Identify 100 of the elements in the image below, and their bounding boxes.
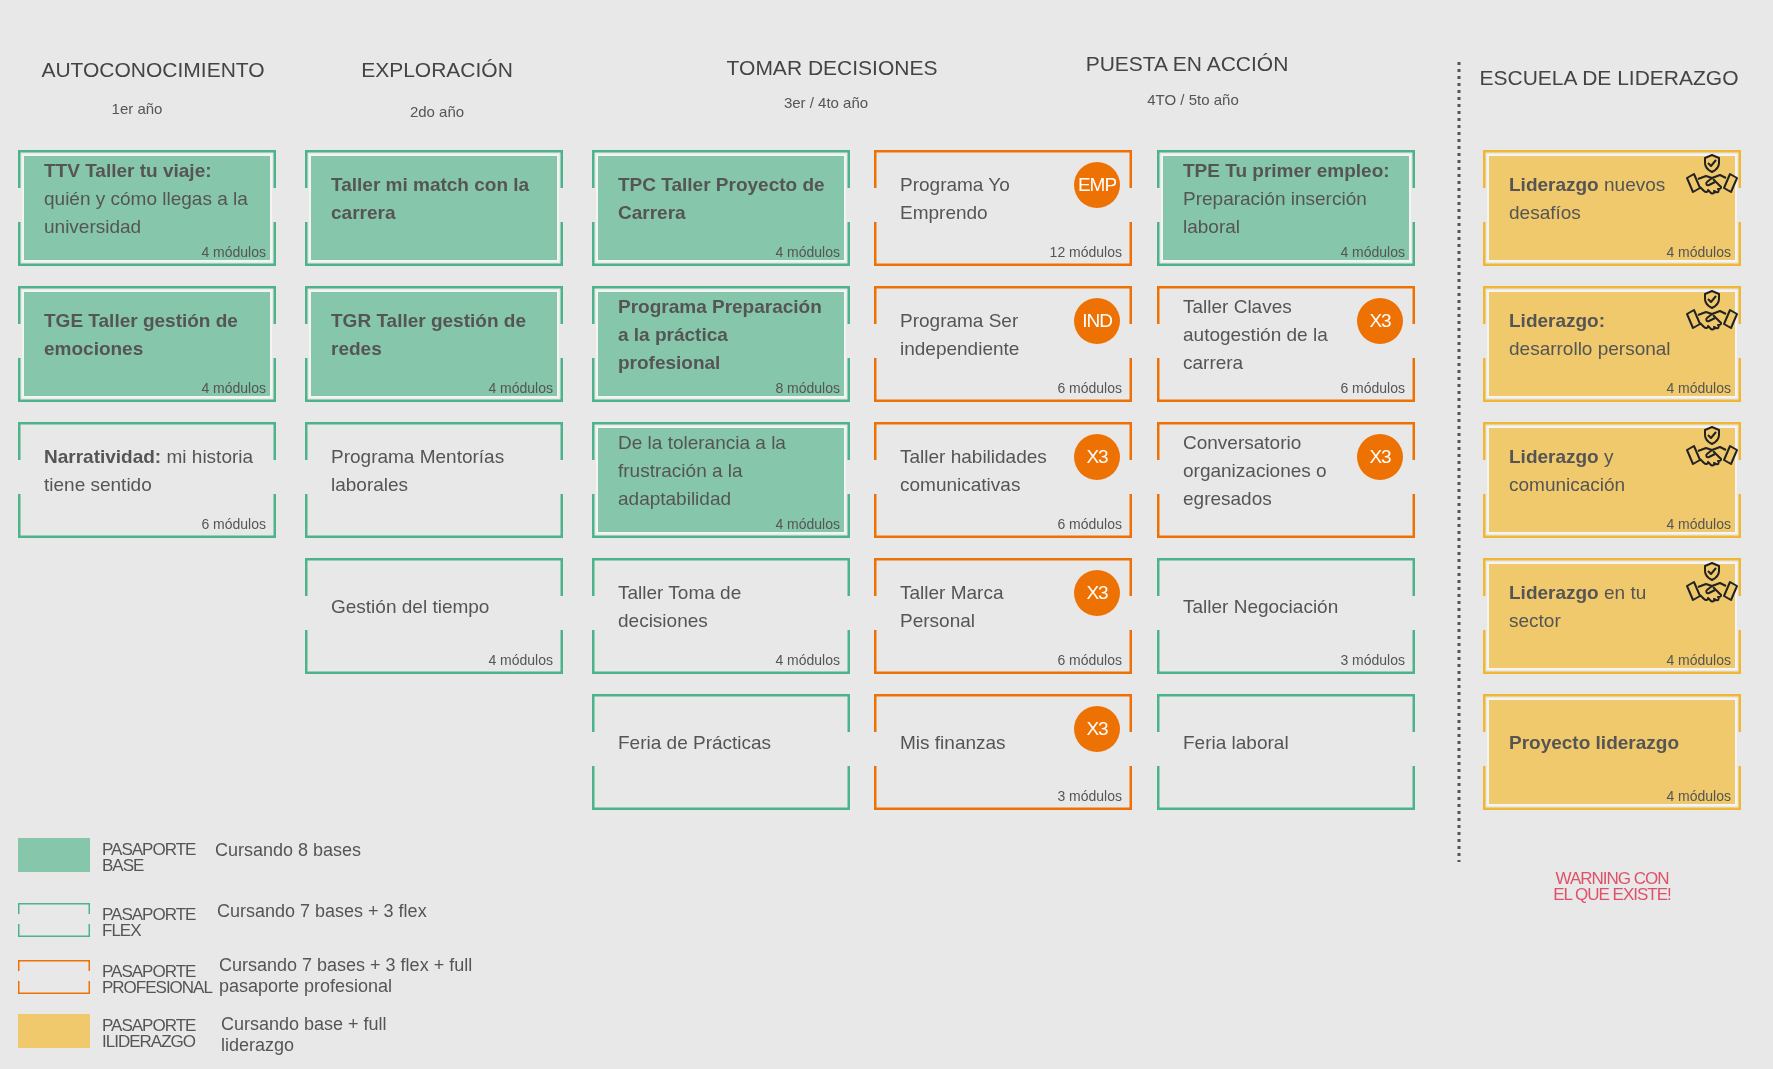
flex-course-card xyxy=(1157,558,1415,674)
module-count: 4 módulos xyxy=(775,244,840,260)
module-count: 3 módulos xyxy=(1057,788,1122,804)
legend-label: PASAPORTE PROFESIONAL xyxy=(102,964,212,996)
base-course-card xyxy=(592,286,850,402)
card-title: Liderazgo nuevos desafíos xyxy=(1509,173,1667,225)
module-count: 4 módulos xyxy=(1666,516,1731,532)
card-title: Programa Mentorías laborales xyxy=(331,445,506,497)
column-heading: AUTOCONOCIMIENTO xyxy=(41,58,265,82)
card-title: Taller habilidades comunicativas xyxy=(900,445,1048,497)
leadership-course-card xyxy=(1483,694,1741,810)
card-title: Taller Marca Personal xyxy=(900,581,1005,633)
module-count: 4 módulos xyxy=(775,516,840,532)
professional-course-card xyxy=(874,558,1132,674)
legend-label: PASAPORTE BASE xyxy=(102,842,197,874)
module-count: 4 módulos xyxy=(201,380,266,396)
badge-circle: IND xyxy=(1074,298,1120,344)
module-count: 4 módulos xyxy=(1666,380,1731,396)
card-title: TPE Tu primer empleo: Preparación inserción laboral xyxy=(1183,159,1391,239)
leadership-course-card xyxy=(1483,286,1741,402)
module-count: 4 módulos xyxy=(1666,788,1731,804)
module-count: 3 módulos xyxy=(1340,652,1405,668)
professional-course-card xyxy=(874,422,1132,538)
legend-label: PASAPORTE FLEX xyxy=(102,907,197,939)
professional-course-card xyxy=(1157,286,1415,402)
card-title: Taller mi match con la carrera xyxy=(331,173,531,225)
legend-description: Cursando 7 bases + 3 flex xyxy=(217,901,427,922)
leadership-course-card xyxy=(1483,422,1741,538)
module-count: 4 módulos xyxy=(1340,244,1405,260)
base-course-card xyxy=(592,422,850,538)
badge-circle: X3 xyxy=(1074,434,1120,480)
warning-note: WARNING CON EL QUE EXISTE! xyxy=(1552,871,1672,903)
module-count: 8 módulos xyxy=(775,380,840,396)
legend-description: Cursando base + full liderazgo xyxy=(221,1014,388,1056)
badge-circle: X3 xyxy=(1357,434,1403,480)
card-title: Taller Toma de decisiones xyxy=(618,581,743,633)
legend-description: Cursando 7 bases + 3 flex + full pasaporte profesional xyxy=(219,955,474,997)
card-title: Mis finanzas xyxy=(900,731,1006,755)
card-title: Programa Ser independiente xyxy=(900,309,1021,361)
module-count: 6 módulos xyxy=(1057,380,1122,396)
professional-course-card xyxy=(874,150,1132,266)
column-heading: EXPLORACIÓN xyxy=(361,58,513,82)
badge-circle: X3 xyxy=(1074,706,1120,752)
professional-course-card xyxy=(874,694,1132,810)
legend-description: Cursando 8 bases xyxy=(215,840,362,861)
module-count: 4 módulos xyxy=(775,652,840,668)
module-count: 6 módulos xyxy=(201,516,266,532)
card-title: Narratividad: mi historia tiene sentido xyxy=(44,445,255,497)
card-title: TTV Taller tu viaje: quién y cómo llegas a la universidad xyxy=(44,159,249,239)
base-course-card xyxy=(18,286,276,402)
card-title: Liderazgo en tu sector xyxy=(1509,581,1648,633)
leadership-course-card xyxy=(1483,150,1741,266)
flex-course-card xyxy=(305,422,563,538)
professional-course-card xyxy=(874,286,1132,402)
card-title: TPC Taller Proyecto de Carrera xyxy=(618,173,826,225)
card-title: Liderazgo: desarrollo personal xyxy=(1509,309,1672,361)
card-title: Programa Preparación a la práctica profesional xyxy=(618,295,823,375)
card-title: De la tolerancia a la frustración a la adaptabilidad xyxy=(618,431,787,511)
flex-course-card xyxy=(592,558,850,674)
badge-circle: X3 xyxy=(1357,298,1403,344)
base-course-card xyxy=(592,150,850,266)
base-course-card xyxy=(305,150,563,266)
flex-course-card xyxy=(305,558,563,674)
module-count: 4 módulos xyxy=(488,652,553,668)
module-count: 12 módulos xyxy=(1049,244,1122,260)
badge-circle: EMP xyxy=(1074,162,1120,208)
badge-circle: X3 xyxy=(1074,570,1120,616)
module-count: 6 módulos xyxy=(1340,380,1405,396)
card-title: Programa Yo Emprendo xyxy=(900,173,1011,225)
flex-course-card xyxy=(1157,694,1415,810)
legend-label: PASAPORTE ILIDERAZGO xyxy=(102,1018,197,1050)
column-heading: TOMAR DECISIONES xyxy=(726,56,938,80)
flex-course-card xyxy=(592,694,850,810)
flex-course-card xyxy=(18,422,276,538)
card-title: Liderazgo y comunicación xyxy=(1509,445,1627,497)
card-title: TGR Taller gestión de redes xyxy=(331,309,527,361)
module-count: 6 módulos xyxy=(1057,652,1122,668)
module-count: 4 módulos xyxy=(1666,652,1731,668)
module-count: 4 módulos xyxy=(1666,244,1731,260)
base-course-card xyxy=(305,286,563,402)
module-count: 4 módulos xyxy=(201,244,266,260)
year-label: 3er / 4to año xyxy=(783,94,869,111)
year-label: 2do año xyxy=(409,103,465,120)
column-heading: ESCUELA DE LIDERAZGO xyxy=(1479,66,1739,90)
leadership-course-card xyxy=(1483,558,1741,674)
card-title: Taller Negociación xyxy=(1183,595,1339,619)
card-title: Gestión del tiempo xyxy=(331,595,490,619)
year-label: 4TO / 5to año xyxy=(1147,91,1239,108)
card-title: Conversatorio organizaciones o egresados xyxy=(1183,431,1328,511)
card-title: Feria de Prácticas xyxy=(618,731,772,755)
card-title: TGE Taller gestión de emociones xyxy=(44,309,239,361)
column-heading: PUESTA EN ACCIÓN xyxy=(1085,52,1289,76)
professional-course-card xyxy=(1157,422,1415,538)
card-title: Feria laboral xyxy=(1183,731,1289,755)
year-label: 1er año xyxy=(111,100,163,117)
card-title: Proyecto liderazgo xyxy=(1509,731,1679,755)
module-count: 4 módulos xyxy=(488,380,553,396)
card-title: Taller Claves autogestión de la carrera xyxy=(1183,295,1329,375)
module-count: 6 módulos xyxy=(1057,516,1122,532)
base-course-card xyxy=(1157,150,1415,266)
